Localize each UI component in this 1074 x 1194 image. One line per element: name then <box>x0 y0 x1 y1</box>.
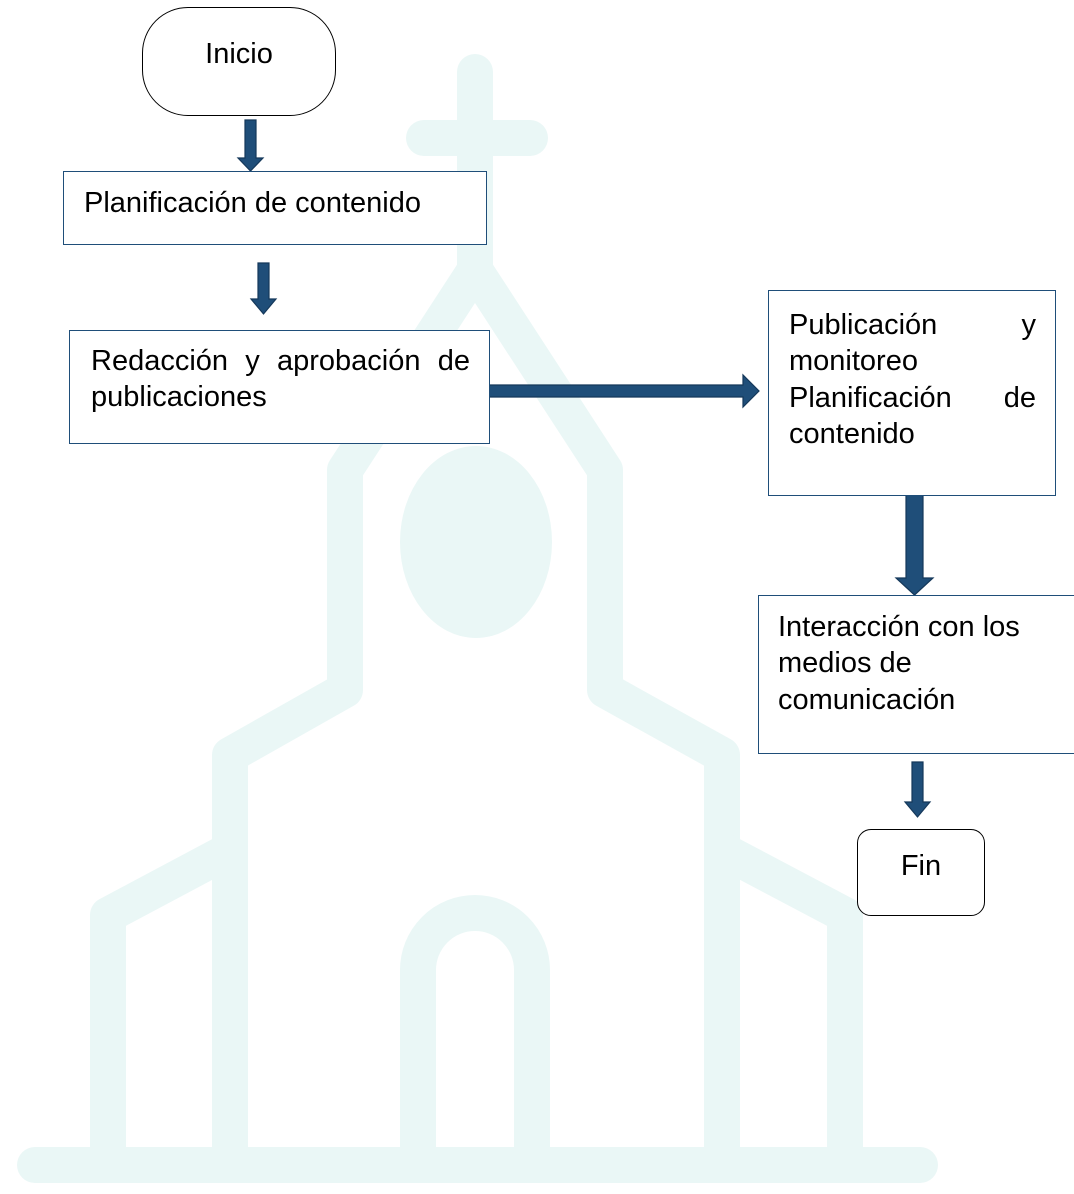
arrow-planning-to-drafting <box>249 262 278 315</box>
interaction-step: Interacción con los medios de comunicaci… <box>758 595 1074 754</box>
start-label: Inicio <box>205 38 273 70</box>
interaction-label: Interacción con los medios de comunicaci… <box>778 611 1020 716</box>
publishing-step: Publicación y monitoreo Planificación de… <box>768 290 1056 496</box>
arrow-publishing-to-interaction <box>894 494 935 596</box>
drafting-step: Redacción y aprobación de publicaciones <box>69 330 490 444</box>
planning-label: Planificación de contenido <box>84 187 421 219</box>
drafting-label: Redacción y aprobación de publicaciones <box>91 345 470 414</box>
arrow-interaction-to-end <box>903 761 932 818</box>
end-terminator: Fin <box>857 829 985 916</box>
arrow-drafting-to-publishing <box>485 373 760 409</box>
end-label: Fin <box>900 850 942 882</box>
publishing-label: Publicación y monitoreo Planificación de… <box>789 309 1036 450</box>
planning-step: Planificación de contenido <box>63 171 487 245</box>
arrow-start-to-planning <box>236 119 265 172</box>
start-terminator: Inicio <box>142 7 336 116</box>
